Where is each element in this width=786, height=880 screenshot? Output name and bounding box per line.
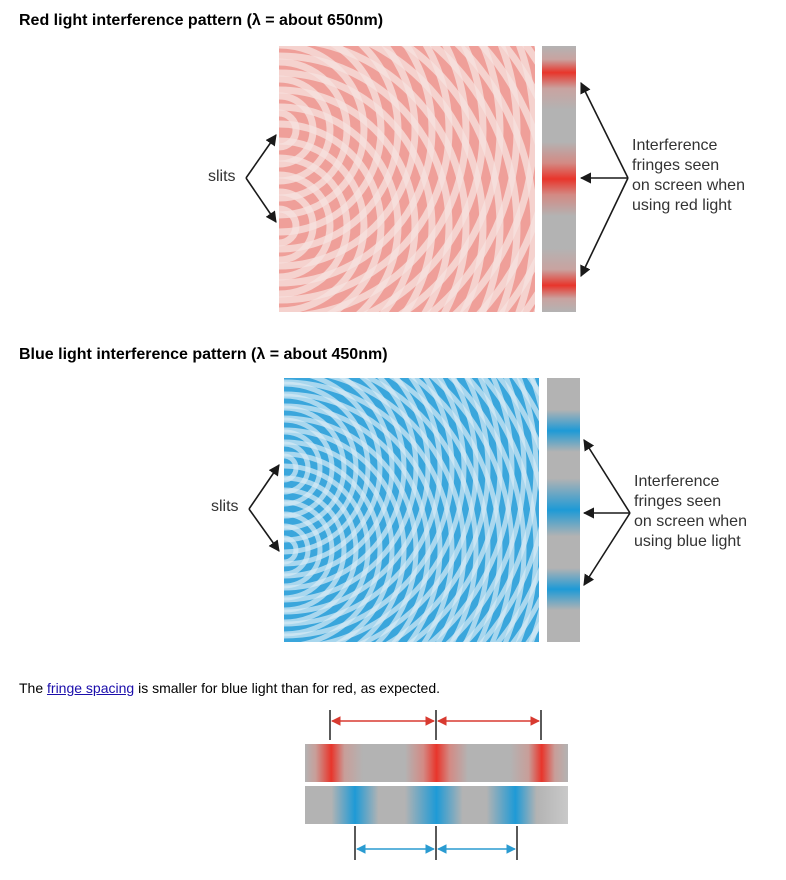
red-wavefront [279,109,300,151]
blue-desc-line: fringes seen [634,493,722,510]
red-wavefront [279,103,402,312]
blue-wavefront [284,451,383,642]
blue-wavefront [284,429,323,507]
red-spacing-arrows [329,710,542,740]
blue-wavefront [284,405,347,531]
blue-wavefront [318,378,467,642]
blue-fringe-strip [305,786,568,824]
blue-wavefront [284,415,419,642]
blue-wavefront [284,378,395,579]
blue-wavefront [447,378,527,642]
red-wavefront [279,75,334,185]
note-prefix: The [19,680,48,696]
blue-wavefront [429,378,515,642]
red-fringes-description: Interference fringes seen on screen when… [632,136,745,216]
blue-wavefront [284,475,359,625]
fringe-spacing-link[interactable]: fringe spacing [47,680,135,696]
blue-wavefront [363,378,479,642]
blue-wavefront [284,381,371,555]
red-wavefront [279,86,419,312]
blue-wavefront [284,378,443,627]
red-desc-line: on screen when [632,177,745,194]
blue-slits-arrows [248,464,280,552]
red-slits-arrows [245,134,277,223]
blue-wavefront [464,378,539,642]
blue-wavefront [284,427,407,642]
red-wavefront [279,46,453,304]
blue-fringe-screen [547,378,580,642]
blue-desc-line: Interference [634,473,720,490]
blue-wavefront [284,391,443,642]
red-wavefront [362,46,487,312]
red-wavefront [279,205,300,247]
red-wavefront [314,46,470,312]
blue-wavefront [385,378,491,642]
blue-wavefront [284,463,371,637]
blue-wavefront [284,403,431,642]
blue-wavefront [284,535,299,565]
blue-fringes-description: Interference fringes seen on screen when… [634,472,747,552]
red-wavefront [279,171,334,281]
blue-wavefront [284,523,311,577]
blue-wavefront [284,379,455,642]
red-fringe-arrows [579,81,629,278]
red-interference-pattern [279,46,535,312]
blue-wavefront [407,378,503,642]
red-wavefront [279,46,436,287]
blue-fringe-arrows [582,439,631,586]
red-wavefront [279,154,351,298]
blue-wavefront [284,487,347,613]
red-wavefront [400,46,504,312]
note-suffix: is smaller for blue light than for red, … [134,680,441,696]
red-fringe-strip [305,744,568,782]
blue-desc-line: on screen when [634,513,747,530]
blue-interference-pattern [284,378,539,642]
blue-desc-line: using blue light [634,533,741,550]
red-wavefront [367,46,487,312]
blue-wavefront [284,378,455,639]
blue-wavefront [284,499,335,601]
red-wavefront [279,120,385,312]
blue-wavefront [358,378,479,642]
red-desc-line: using red light [632,197,732,214]
red-desc-line: Interference [632,137,718,154]
red-wavefront [302,46,470,312]
blue-wavefront [388,378,491,642]
red-wavefront [279,46,385,236]
red-desc-line: fringes seen [632,157,720,174]
blue-spacing-arrows [354,826,518,860]
red-fringe-screen [542,46,576,312]
blue-slits-label: slits [211,498,239,515]
red-pattern-title: Red light interference pattern (λ = abou… [19,12,384,29]
red-wavefront [279,46,368,219]
red-wavefront [454,46,535,312]
blue-wavefront [284,511,323,589]
fringe-spacing-note: The fringe spacing is smaller for blue l… [19,680,440,696]
red-wavefront [279,52,453,312]
blue-wavefront [410,378,503,642]
red-wavefront [279,69,436,312]
blue-pattern-title: Blue light interference pattern (λ = abo… [19,346,388,363]
red-wavefront [279,46,419,270]
blue-wavefront [284,439,395,642]
blue-wavefront [327,378,467,642]
red-wavefront [429,46,521,312]
red-slits-label: slits [208,168,236,185]
red-wavefront [279,188,317,264]
blue-wavefront [284,378,383,567]
red-wavefront [279,137,368,312]
